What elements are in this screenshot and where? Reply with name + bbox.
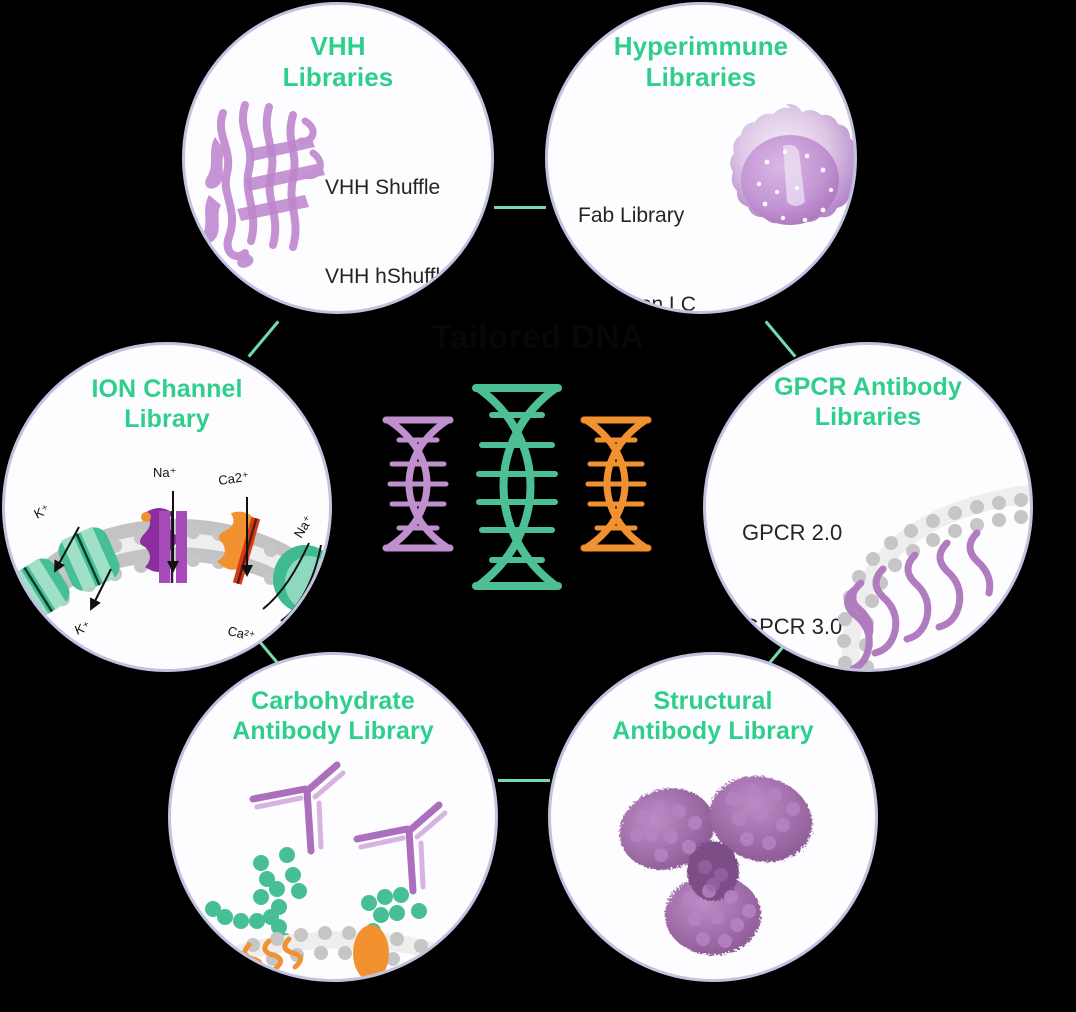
dna-helix-group xyxy=(370,382,670,622)
node-vhh-title-line1: VHH xyxy=(310,31,366,61)
node-ion-title-line2: Library xyxy=(124,404,210,433)
node-vhh-title: VHH Libraries xyxy=(185,31,491,92)
node-carbohydrate-title-line1: Carbohydrate xyxy=(251,687,415,715)
gpcr-icon xyxy=(831,463,1030,669)
list-item: VHH hShuffle xyxy=(325,265,452,289)
igg-space-filling-icon xyxy=(609,767,824,957)
connector-vhh-ion xyxy=(247,320,280,358)
ion-label-ca-bottom: Ca²⁺ xyxy=(226,623,256,643)
node-hyperimmune-title-line2: Libraries xyxy=(645,61,757,92)
node-gpcr-antibody-libraries[interactable]: GPCR Antibody Libraries GPCR 2.0 GPCR 3.… xyxy=(703,342,1033,672)
list-item: Common LC xyxy=(578,293,696,314)
helix-centre-icon xyxy=(472,384,562,590)
ion-label-na-right: Na⁺ xyxy=(291,513,316,541)
node-carbohydrate-antibody-library[interactable]: Carbohydrate Antibody Library xyxy=(168,652,498,982)
ion-label-na-top: Na⁺ xyxy=(153,465,176,480)
list-item: Fab Library xyxy=(578,203,685,227)
node-carbohydrate-title-line2: Antibody Library xyxy=(232,716,434,745)
node-vhh-libraries[interactable]: VHH Libraries VHH Shuffle VHH hShuffle V… xyxy=(182,2,494,314)
connector-hyperimmune-gpcr xyxy=(764,320,797,358)
node-carbohydrate-title: Carbohydrate Antibody Library xyxy=(171,687,495,746)
membrane-ion-channel-icon: K⁺ K⁺ Na⁺ Ca2⁺ Ca²⁺ Na⁺ xyxy=(8,443,329,653)
node-structural-title-line1: Structural xyxy=(653,687,773,715)
node-gpcr-title: GPCR Antibody Libraries xyxy=(706,373,1030,432)
list-item: GPCR 3.0 xyxy=(742,614,843,640)
node-hyperimmune-title-line1: Hyperimmune xyxy=(613,31,789,61)
node-hyperimmune-libraries[interactable]: Hyperimmune Libraries Fab Library Common… xyxy=(545,2,857,314)
node-gpcr-title-line2: Libraries xyxy=(814,402,922,431)
vhh-ribbon-icon xyxy=(193,91,338,271)
node-gpcr-items: GPCR 2.0 GPCR 3.0 xyxy=(742,455,843,669)
node-ion-channel-library[interactable]: ION Channel Library xyxy=(2,342,332,672)
list-item: VHH Shuffle xyxy=(325,175,441,199)
ion-label-ca2-top: Ca2⁺ xyxy=(217,469,250,488)
centre-title: Tailored DNA xyxy=(431,318,645,355)
connector-vhh-hyperimmune xyxy=(494,206,546,209)
node-gpcr-title-line1: GPCR Antibody xyxy=(774,373,962,401)
node-ion-title: ION Channel Library xyxy=(5,375,329,434)
node-structural-title: Structural Antibody Library xyxy=(551,687,875,746)
node-hyperimmune-items: Fab Library Common LC xyxy=(578,141,696,314)
ion-label-k-bottom: K⁺ xyxy=(73,618,93,638)
node-vhh-items: VHH Shuffle VHH hShuffle VHH hShuffle HI… xyxy=(325,113,479,311)
helix-right-icon xyxy=(580,416,652,552)
node-ion-title-line1: ION Channel xyxy=(91,375,243,403)
node-structural-title-line2: Antibody Library xyxy=(612,716,814,745)
connector-carbohydrate-structural xyxy=(498,779,550,782)
ion-label-k-top: K⁺ xyxy=(31,501,52,522)
carbohydrate-antibody-icon xyxy=(205,755,477,979)
b-cell-icon xyxy=(711,100,854,250)
node-structural-antibody-library[interactable]: Structural Antibody Library xyxy=(548,652,878,982)
node-vhh-title-line2: Libraries xyxy=(282,61,394,92)
helix-left-icon xyxy=(382,416,454,552)
list-item: GPCR 2.0 xyxy=(742,520,843,546)
node-hyperimmune-title: Hyperimmune Libraries xyxy=(548,31,854,92)
